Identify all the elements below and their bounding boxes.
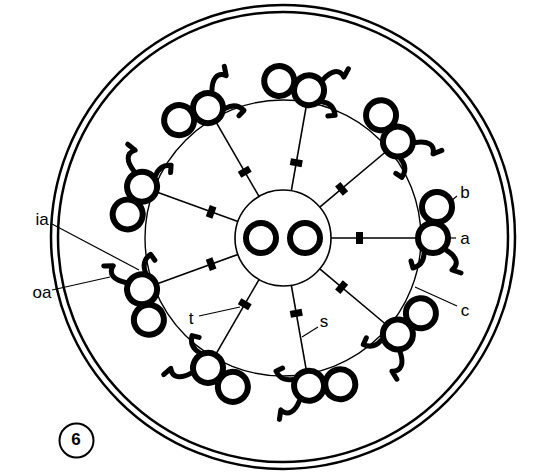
inner-arm-label: ia — [35, 211, 48, 228]
membrane-outer — [51, 5, 515, 469]
a-tubule-label: a — [460, 230, 469, 247]
doublets — [100, 55, 461, 420]
figure-number: 6 — [71, 431, 80, 448]
outer-arm-label: oa — [33, 284, 52, 301]
spoke-label: s — [320, 313, 329, 330]
leader-lines — [52, 196, 457, 337]
membrane-inner — [58, 12, 508, 462]
nexin-label: c — [461, 302, 470, 319]
central-sheath — [235, 190, 331, 286]
figure-number-circle: 6 — [58, 422, 95, 459]
spoke-head-label: t — [189, 310, 194, 327]
central-tubule — [290, 223, 320, 253]
b-tubule-label: b — [460, 184, 469, 201]
central-tubule — [246, 223, 276, 253]
